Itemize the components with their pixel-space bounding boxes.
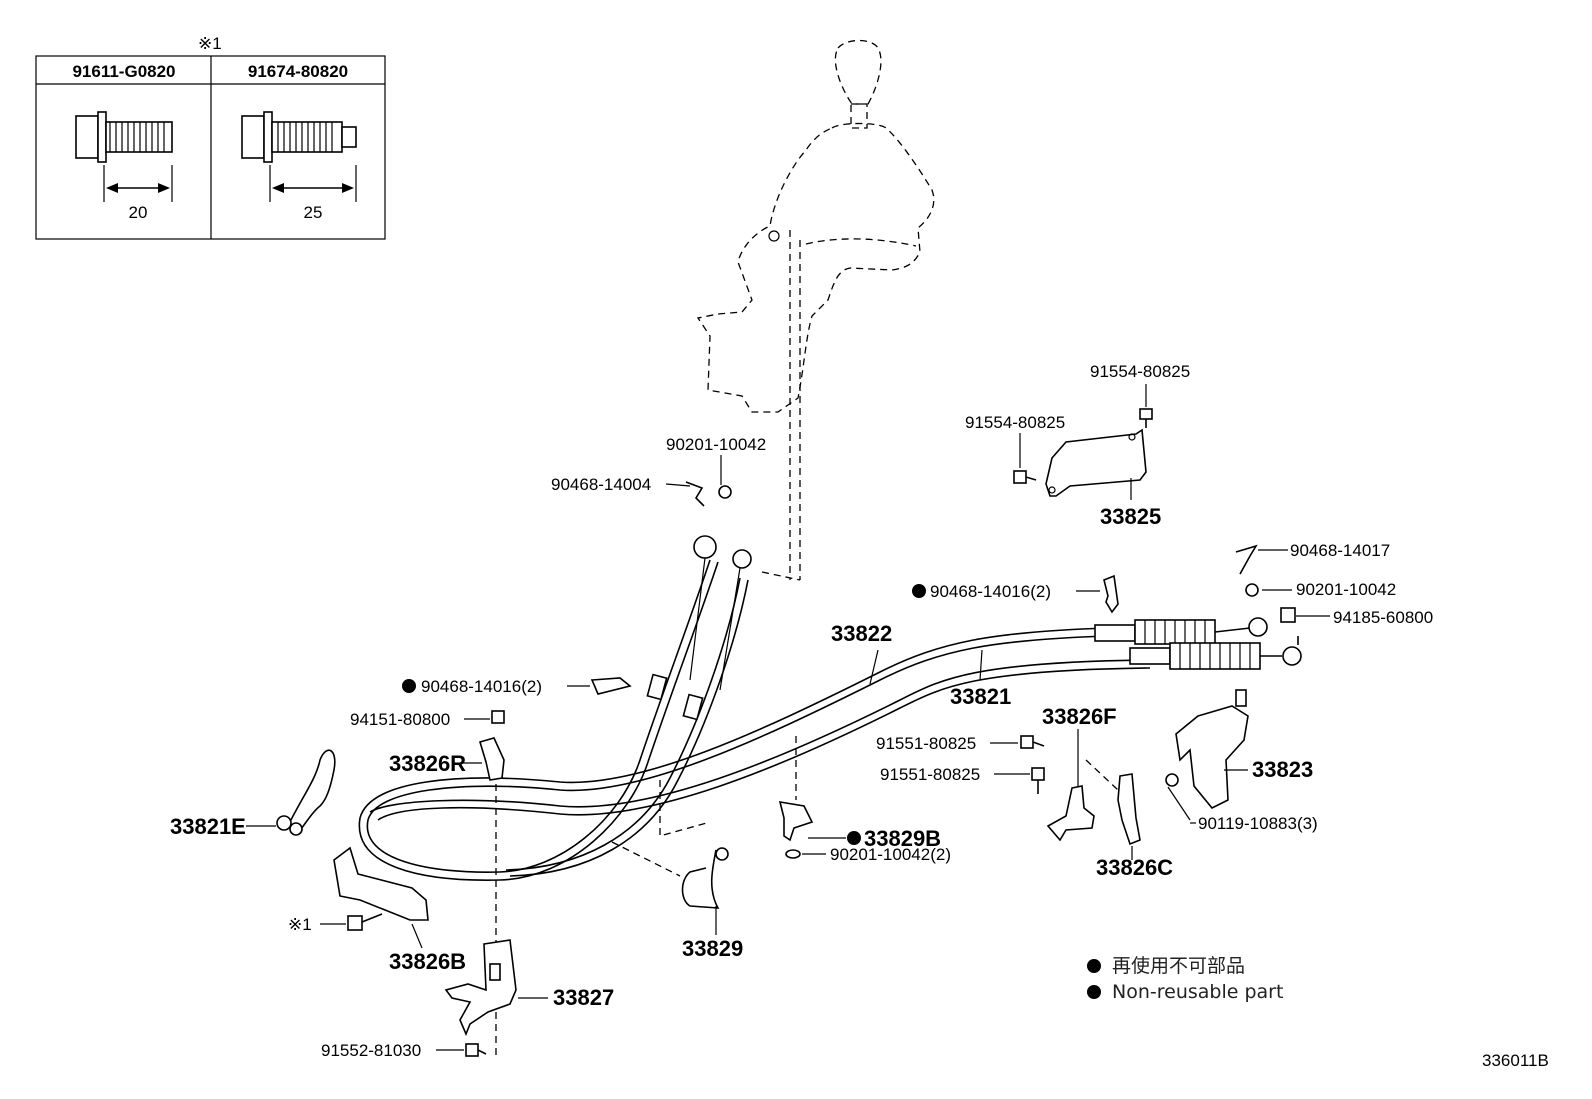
label-91552-81030: 91552-81030 bbox=[321, 1041, 421, 1060]
label-94185-60800: 94185-60800 bbox=[1333, 608, 1433, 627]
legend: 再使用不可部品 Non-reusable part bbox=[1087, 955, 1283, 1003]
legend-text-jp: 再使用不可部品 bbox=[1112, 955, 1245, 977]
bolt-91551-a-icon bbox=[1020, 735, 1045, 749]
label-33821E: 33821E bbox=[170, 814, 246, 839]
washer-90201-right-icon bbox=[1245, 583, 1259, 597]
label-33826B: 33826B bbox=[389, 949, 466, 974]
clip-90468-14016-right-icon bbox=[1103, 574, 1119, 614]
label-91554-80825-top: 91554-80825 bbox=[1090, 362, 1190, 381]
stud-bolt-icon bbox=[241, 111, 357, 202]
label-33821: 33821 bbox=[950, 684, 1011, 709]
nut-94151-icon bbox=[491, 710, 505, 724]
bolt-91552-icon bbox=[465, 1043, 487, 1057]
label-91551-80825-b: 91551-80825 bbox=[880, 765, 980, 784]
legend-text-en: Non-reusable part bbox=[1112, 981, 1283, 1003]
clip-90468-14017-icon bbox=[1235, 544, 1258, 575]
label-33825: 33825 bbox=[1100, 504, 1161, 529]
non-reusable-dot bbox=[847, 831, 861, 845]
bracket-33826C-icon bbox=[1117, 773, 1141, 846]
non-reusable-dot bbox=[912, 584, 926, 598]
legend-dot-jp bbox=[1087, 959, 1101, 973]
label-91554-80825-left: 91554-80825 bbox=[965, 413, 1065, 432]
label-33829: 33829 bbox=[682, 936, 743, 961]
label-90119-10883: 90119-10883(3) bbox=[1198, 814, 1318, 833]
figure-code: 336011B bbox=[1482, 1051, 1549, 1070]
bolt-91551-b-icon bbox=[1031, 767, 1045, 794]
label-33826F: 33826F bbox=[1042, 704, 1117, 729]
bolt-spec-table: ※1 91611-G0820 91674-80820 20 bbox=[35, 34, 386, 240]
clamp-33829-icon bbox=[681, 847, 729, 909]
label-94151-80800: 94151-80800 bbox=[350, 710, 450, 729]
legend-dot-en bbox=[1087, 985, 1101, 999]
table-header-1: 91611-G0820 bbox=[72, 62, 175, 81]
bolt-91554-left-icon bbox=[1013, 470, 1037, 484]
label-90201-10042-2: 90201-10042(2) bbox=[830, 845, 951, 864]
bracket-33826B-icon bbox=[333, 846, 429, 921]
bracket-33827-icon bbox=[444, 939, 517, 1037]
label-33826C: 33826C bbox=[1096, 855, 1173, 880]
label-91551-80825-a: 91551-80825 bbox=[876, 734, 976, 753]
label-90201-10042-top: 90201-10042 bbox=[666, 435, 766, 454]
table-note-mark: ※1 bbox=[198, 34, 222, 53]
nut-94185-icon bbox=[1280, 607, 1296, 623]
bolt-91554-top-icon bbox=[1139, 408, 1153, 428]
label-note1: ※1 bbox=[288, 915, 312, 934]
non-reusable-dot bbox=[402, 679, 416, 693]
label-90468-14017: 90468-14017 bbox=[1290, 541, 1390, 560]
bracket-33823-icon bbox=[1165, 689, 1249, 810]
flange-bolt-icon bbox=[75, 111, 173, 202]
label-33826R: 33826R bbox=[389, 751, 466, 776]
label-90468-14016-right: 90468-14016(2) bbox=[930, 582, 1051, 601]
clip-90468-14004-icon bbox=[685, 481, 732, 507]
label-33823: 33823 bbox=[1252, 757, 1313, 782]
retainer-33826R-icon bbox=[479, 737, 505, 781]
clip-33829B-icon bbox=[778, 801, 814, 842]
table-header-2: 91674-80820 bbox=[248, 62, 348, 81]
shift-lever-assembly bbox=[696, 39, 935, 581]
leader-lines bbox=[246, 384, 1330, 1051]
label-90201-10042-right: 90201-10042 bbox=[1296, 580, 1396, 599]
label-33829B: 33829B bbox=[864, 826, 941, 851]
label-90468-14004: 90468-14004 bbox=[551, 475, 651, 494]
bolt-note1-icon bbox=[347, 913, 383, 931]
bracket-33826F-icon bbox=[1046, 785, 1095, 842]
table-dim-2: 25 bbox=[304, 203, 323, 222]
washer-90201-2-icon bbox=[785, 849, 801, 859]
label-33822: 33822 bbox=[831, 621, 892, 646]
table-dim-1: 20 bbox=[129, 203, 148, 222]
shift-cables bbox=[358, 535, 1302, 881]
clip-90468-14016-left-icon bbox=[590, 677, 632, 695]
bracket-33825-icon bbox=[1045, 428, 1147, 497]
label-90468-14016-left: 90468-14016(2) bbox=[421, 677, 542, 696]
spring-clip-33821E-icon bbox=[276, 749, 336, 836]
label-33827: 33827 bbox=[553, 985, 614, 1010]
